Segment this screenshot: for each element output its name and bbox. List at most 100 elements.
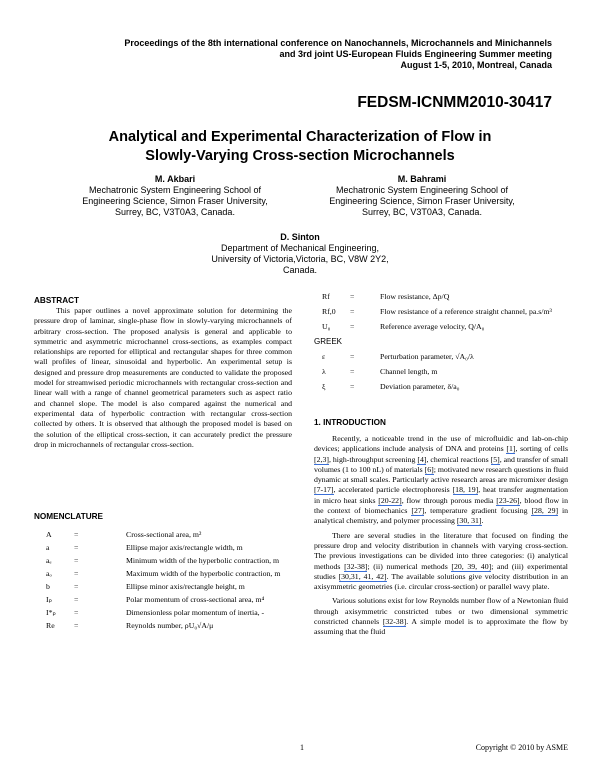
author-affiliation: Surrey, BC, V3T0A3, Canada. [115,207,235,217]
citation-link[interactable]: [18, 19] [452,485,479,496]
citation-link[interactable]: [20, 39, 40] [451,561,492,572]
author-block-1: M. Akbari Mechatronic System Engineering… [56,174,294,218]
nomenclature-symbol: aₑ [46,556,52,565]
equals-sign: = [350,382,355,391]
citation-link[interactable]: [2,3] [314,454,329,465]
author-affiliation: Mechatronic System Engineering School of [335,185,509,195]
abstract-text: This paper outlines a novel approximate … [34,306,292,449]
nomenclature-symbol: Rf [322,292,330,301]
author-affiliation: Engineering Science, Simon Fraser Univer… [329,196,515,206]
nomenclature-symbol: A [46,530,52,539]
equals-sign: = [350,367,355,376]
nomenclature-row: aₒ=Maximum width of the hyperbolic contr… [46,569,292,580]
body-text: in analytical chemistry, and polymer pro… [314,506,569,526]
equals-sign: = [74,595,79,604]
nomenclature-row: λ = Channel length, m [314,367,568,378]
citation-link[interactable]: [5] [490,454,500,465]
title-line-1: Analytical and Experimental Characteriza… [108,129,492,145]
citation-link[interactable]: [23-26] [496,495,520,506]
nomenclature-definition: Ellipse minor axis/rectangle height, m [126,582,245,591]
body-text: , temperature gradient focusing [424,506,532,516]
citation-link[interactable]: [27] [411,506,425,517]
author-affiliation: Engineering Science, Simon Fraser Univer… [82,196,268,206]
body-text: . [481,516,484,526]
nomenclature-definition: Flow resistance of a reference straight … [380,307,552,316]
paper-title: Analytical and Experimental Characteriza… [60,128,540,166]
conference-line-3: August 1-5, 2010, Montreal, Canada [400,60,552,70]
conference-line-1: Proceedings of the 8th international con… [124,38,552,48]
body-text: , blood flow in the context of biomechan… [314,495,568,516]
body-text: , accelerated particle electrophoresis [333,485,453,495]
author-affiliation: Mechatronic System Engineering School of [88,185,262,195]
conference-line-2: and 3rd joint US-European Fluids Enginee… [279,49,552,59]
nomenclature-definition: Minimum width of the hyperbolic contract… [126,556,280,565]
author-affiliation: University of Victoria,Victoria, BC, V8W… [211,254,389,264]
body-text: Recently, a noticeable trend in the use … [314,434,568,454]
citation-link[interactable]: [28, 29] [531,506,559,517]
equals-sign: = [350,322,355,331]
introduction-body: Recently, a noticeable trend in the use … [314,434,568,642]
citation-link[interactable]: [30, 31] [456,516,482,527]
nomenclature-symbol: Iₚ [46,595,52,604]
author-name: M. Bahrami [397,174,447,184]
equals-sign: = [74,556,79,565]
author-affiliation: Surrey, BC, V3T0A3, Canada. [362,207,482,217]
nomenclature-symbol: λ [322,367,326,376]
nomenclature-continued: Rf=Flow resistance, Δp/Q Rf,0=Flow resis… [314,292,568,397]
citation-link[interactable]: [32-38] [382,617,407,628]
citation-link[interactable]: [1] [506,444,516,455]
introduction-paragraph-3: Various solutions exist for low Reynolds… [314,596,568,637]
nomenclature-row: A = Cross-sectional area, m² [46,530,292,541]
nomenclature-definition: Reynolds number, ρU₀√A/μ [126,621,214,630]
nomenclature-symbol: Re [46,621,55,630]
nomenclature-row: b=Ellipse minor axis/rectangle height, m [46,582,292,593]
nomenclature-row: ξ=Deviation parameter, δ/a₀ [314,382,568,393]
equals-sign: = [350,292,355,301]
body-text: , chemical reactions [426,454,491,464]
nomenclature-row: Re=Reynolds number, ρU₀√A/μ [46,621,292,632]
equals-sign: = [74,608,79,617]
nomenclature-row: I*ₚ = Dimensionless polar momentum of iner… [46,608,292,619]
page-number: 1 [300,743,304,752]
abstract-heading: ABSTRACT [34,296,80,305]
equals-sign: = [74,530,79,539]
nomenclature-symbol: ε [322,352,326,361]
author-affiliation: Canada. [282,265,318,275]
author-affiliation: Department of Mechanical Engineering, [220,243,380,253]
nomenclature-symbol: I*ₚ [46,608,56,617]
nomenclature-definition: Flow resistance, Δp/Q [380,292,450,301]
author-name: D. Sinton [280,232,320,242]
nomenclature-definition: Perturbation parameter, √A₀/λ [380,352,474,361]
citation-link[interactable]: [30,31, 41, 42] [338,571,387,582]
body-text: , sorting of cells [515,444,568,454]
nomenclature-definition: Dimensionless polar momentum of inertia,… [126,608,265,617]
body-text: Various solutions exist for low Reynolds… [314,596,568,627]
body-text: ; (ii) numerical methods [367,561,452,571]
paper-id: FEDSM-ICNMM2010-30417 [357,94,552,111]
nomenclature-symbol: b [46,582,50,591]
body-text: , heat transfer augmentation in micro he… [314,485,569,505]
equals-sign: = [350,307,355,316]
greek-heading: GREEK [314,337,343,346]
nomenclature-row: aₑ = Minimum width of the hyperbolic contr… [46,556,292,567]
nomenclature-definition: Cross-sectional area, m² [126,530,202,539]
nomenclature-symbol: U₀ [322,322,331,331]
introduction-paragraph-2: There are several studies in the literat… [314,531,568,593]
citation-link[interactable]: [20-22] [378,495,402,506]
author-name: M. Akbari [154,174,196,184]
equals-sign: = [350,352,355,361]
nomenclature-definition: Ellipse major axis/rectangle width, m [126,543,243,552]
citation-link[interactable]: [32-38] [344,561,368,572]
copyright-notice: Copyright © 2010 by ASME [475,743,568,752]
nomenclature-row: Iₚ=Polar momentum of cross-sectional are… [46,595,292,606]
nomenclature-definition: Deviation parameter, δ/a₀ [380,382,460,391]
citation-link[interactable]: [6] [424,464,434,475]
introduction-heading: 1. INTRODUCTION [314,418,386,427]
nomenclature-row: Rf = Flow resistance, Δp/Q [314,292,568,303]
nomenclature-heading: NOMENCLATURE [34,512,103,521]
citation-link[interactable]: [4] [417,454,427,465]
body-text: . The available solutions give velocity … [314,571,568,592]
citation-link[interactable]: [7-17] [314,485,334,496]
nomenclature-definition: Channel length, m [380,367,438,376]
nomenclature-symbol: a [46,543,50,552]
